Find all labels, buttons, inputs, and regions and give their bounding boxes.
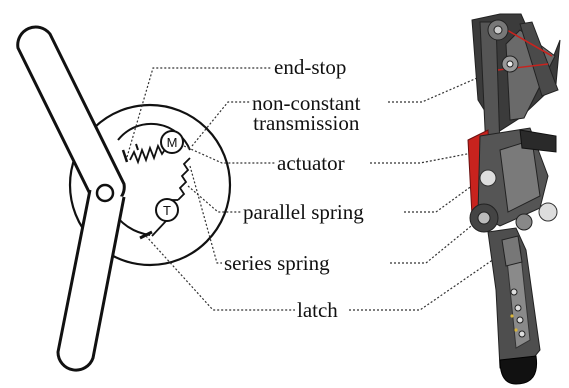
screw-2 — [514, 328, 518, 332]
leader-parallel-right — [404, 179, 481, 213]
leader-lines — [126, 67, 541, 311]
label-actuator: actuator — [275, 151, 347, 175]
belt-upper — [499, 25, 553, 57]
leader-latch-right — [349, 247, 511, 311]
series-spring — [177, 157, 191, 201]
label-end-stop: end-stop — [272, 55, 349, 79]
label-series-spring: series spring — [222, 251, 332, 275]
label-latch: latch — [295, 298, 340, 322]
mid-pulley-hub — [506, 60, 514, 68]
shank-hole-4 — [518, 330, 526, 338]
shank-hole-2 — [514, 304, 522, 312]
transmission-link — [151, 220, 167, 237]
schematic — [16, 25, 232, 372]
leader-actuator-right — [370, 139, 541, 164]
shank-hole-1 — [510, 288, 518, 296]
leader-transmission-right — [388, 67, 501, 103]
leader-series-right — [390, 221, 477, 264]
roller-4 — [538, 202, 558, 222]
motor-circle — [160, 130, 184, 154]
leader-latch-left — [145, 235, 295, 311]
latch-mark — [139, 230, 153, 240]
roller-3 — [515, 213, 533, 231]
leader-transmission-left — [191, 101, 252, 147]
roller-1 — [479, 169, 497, 187]
strut-3 — [519, 21, 559, 97]
end-stop-mark — [121, 149, 129, 163]
top-pulley-hub — [493, 25, 503, 35]
housing-circle — [68, 103, 232, 267]
screw-1 — [510, 314, 514, 318]
parallel-spring — [129, 143, 167, 165]
leader-parallel-left — [187, 185, 241, 213]
leader-end-stop — [126, 67, 272, 158]
leader-series-left — [189, 165, 222, 264]
label-transmission-line1: non-constant — [252, 91, 361, 115]
hip-joint — [95, 183, 115, 203]
transmission-symbol: T — [163, 203, 171, 218]
foot — [499, 355, 538, 385]
latch-bracket — [501, 235, 523, 267]
leader-actuator-left — [183, 145, 275, 164]
motor-symbol: M — [167, 135, 178, 150]
strut-1 — [479, 21, 501, 151]
label-parallel-spring: parallel spring — [241, 200, 366, 224]
actuator-cylinder — [519, 129, 557, 153]
roller-2-hub — [477, 211, 491, 225]
transmission-circle — [155, 198, 179, 222]
label-non-constant-transmission: non-constant transmission — [250, 91, 363, 135]
end-stop-mark-2 — [135, 143, 139, 151]
robot-leg-render — [467, 13, 561, 385]
leg-lower — [56, 189, 126, 372]
inner-arc — [117, 122, 191, 151]
label-transmission-line2: transmission — [253, 111, 360, 135]
shank-hole-3 — [516, 316, 524, 324]
